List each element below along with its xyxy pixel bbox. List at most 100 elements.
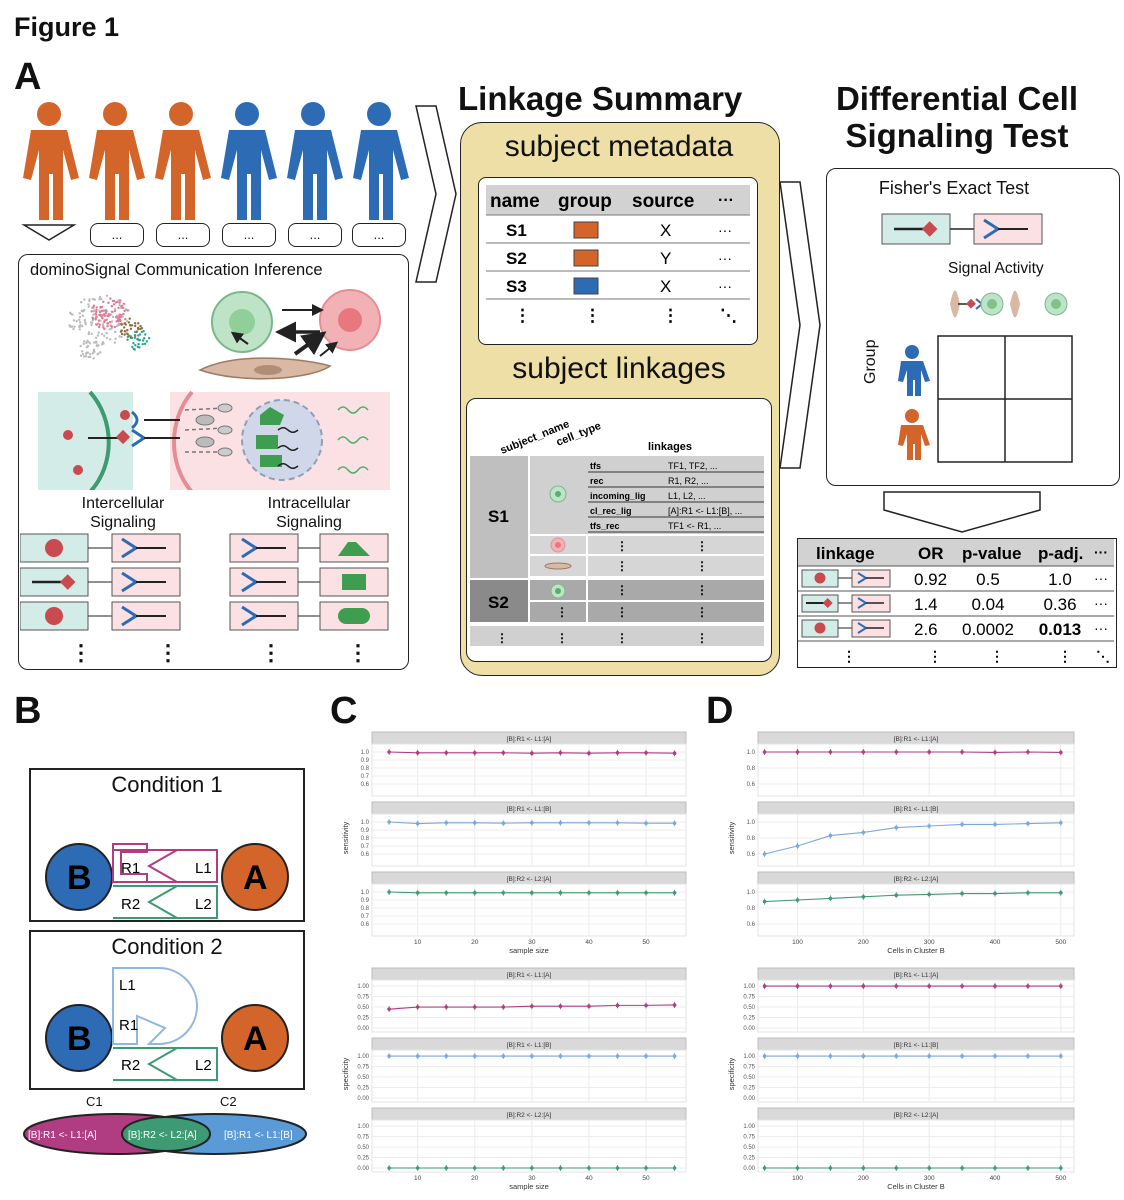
y-tick-label: 0.75 (357, 1135, 369, 1141)
data-point (415, 1005, 420, 1009)
data-point (795, 898, 800, 902)
ellipsis: ⋮ (616, 631, 628, 645)
y-axis-label: sensitivity (727, 821, 736, 854)
linkage-value: R1, R2, ... (668, 476, 709, 486)
x-tick-label: 40 (585, 1175, 593, 1182)
meta-name: S2 (506, 249, 527, 268)
data-point (960, 822, 964, 827)
facet-title: [B]:R1 <- L1:[B] (894, 806, 939, 813)
data-point (472, 891, 477, 895)
data-point (1026, 1054, 1030, 1058)
data-point (1059, 1166, 1063, 1170)
differential-title: Differential Cell Signaling Test (835, 80, 1079, 154)
result-or: 0.92 (914, 570, 947, 589)
intercellular-label: Intercellular Signaling (81, 495, 165, 531)
subject-tag: ... (222, 223, 276, 247)
result-more: ··· (1094, 620, 1108, 636)
x-tick-label: 300 (924, 1175, 935, 1182)
data-point (587, 1054, 591, 1058)
facet-title: [B]:R2 <- L2:[A] (507, 1112, 552, 1119)
data-point (762, 984, 767, 988)
data-point (501, 1166, 506, 1170)
person-icon (155, 102, 211, 220)
data-point (472, 821, 477, 825)
data-point (644, 751, 648, 755)
data-point (993, 1166, 997, 1170)
linkage-key: cl_rec_lig (590, 506, 632, 516)
data-point (762, 750, 767, 754)
data-point (387, 1007, 391, 1011)
y-tick-label: 0.25 (357, 1156, 369, 1162)
x-tick-label: 500 (1055, 939, 1066, 946)
data-point (615, 1054, 620, 1058)
chart-c-sensitivity: [B]:R1 <- L1:[A]0.60.70.80.91.0[B]:R1 <-… (341, 731, 687, 955)
data-point (615, 1166, 620, 1170)
y-tick-label: 0.6 (747, 922, 756, 928)
meta-name: S3 (506, 277, 527, 296)
data-point (1059, 1054, 1063, 1058)
data-point (960, 1166, 964, 1170)
data-point (530, 891, 534, 895)
y-tick-label: 0.75 (357, 995, 369, 1001)
venn-left-label: [B]:R1 <- L1:[A] (28, 1130, 97, 1141)
data-point (415, 1166, 420, 1170)
meta-more: ··· (718, 222, 732, 238)
data-point (1026, 821, 1030, 826)
fisher-title: Fisher's Exact Test (878, 178, 1030, 198)
ellipsis: ⋮ (616, 559, 628, 573)
y-tick-label: 0.00 (357, 1096, 369, 1102)
data-point (795, 750, 800, 754)
condition1-box (29, 768, 305, 922)
data-point (387, 1054, 391, 1058)
x-tick-label: 40 (585, 939, 593, 946)
cell-a: A (243, 1020, 268, 1058)
data-point (501, 821, 506, 825)
data-point (615, 1003, 620, 1008)
y-tick-label: 0.7 (361, 774, 370, 780)
venn-right-label: [B]:R1 <- L1:[B] (224, 1130, 293, 1141)
result-or: 2.6 (914, 620, 938, 639)
series-line (764, 822, 1061, 855)
label-l2: L2 (195, 896, 212, 913)
y-tick-label: 0.6 (361, 852, 370, 858)
y-tick-label: 0.6 (747, 852, 756, 858)
chart-c-specificity: [B]:R1 <- L1:[A]0.000.250.500.751.00[B]:… (341, 967, 687, 1191)
group-swatch (573, 277, 599, 295)
ellipsis: ⋮ (616, 605, 628, 619)
data-point (558, 821, 563, 825)
x-axis-label: Cells in Cluster B (887, 946, 945, 955)
data-point (1059, 891, 1063, 895)
data-point (762, 1054, 767, 1058)
data-point (828, 1166, 833, 1170)
x-tick-label: 10 (414, 1175, 422, 1182)
person-icon (898, 409, 930, 460)
plot-area (757, 813, 1075, 867)
group-swatch (573, 221, 599, 239)
linkages-title: subject linkages (512, 352, 726, 385)
facet-title: [B]:R1 <- L1:[B] (507, 806, 552, 813)
data-point (927, 750, 931, 754)
y-tick-label: 0.00 (743, 1166, 755, 1172)
y-tick-label: 0.00 (743, 1026, 755, 1032)
data-point (444, 1054, 449, 1058)
linkage-summary-title: Linkage Summary (458, 80, 743, 117)
meta-more: ··· (718, 250, 732, 266)
y-tick-label: 0.25 (743, 1086, 755, 1092)
result-pvalue: 0.5 (976, 570, 1000, 589)
panel-label-c: C (330, 690, 358, 732)
y-tick-label: 0.8 (747, 766, 756, 772)
y-tick-label: 1.0 (361, 890, 370, 896)
data-point (762, 899, 767, 904)
data-point (472, 1166, 477, 1170)
y-tick-label: 0.7 (361, 914, 370, 920)
venn-diagram: [B]:R1 <- L1:[A] [B]:R2 <- L2:[A] [B]:R1… (23, 1113, 307, 1155)
linkage-value: L1, L2, ... (668, 491, 706, 501)
data-point (387, 890, 391, 894)
result-more: ··· (1094, 570, 1108, 586)
meta-name: S1 (506, 221, 527, 240)
data-point (415, 1054, 420, 1058)
data-point (894, 825, 899, 830)
data-point (387, 750, 391, 754)
subject-tag: ... (352, 223, 406, 247)
data-point (615, 891, 620, 895)
